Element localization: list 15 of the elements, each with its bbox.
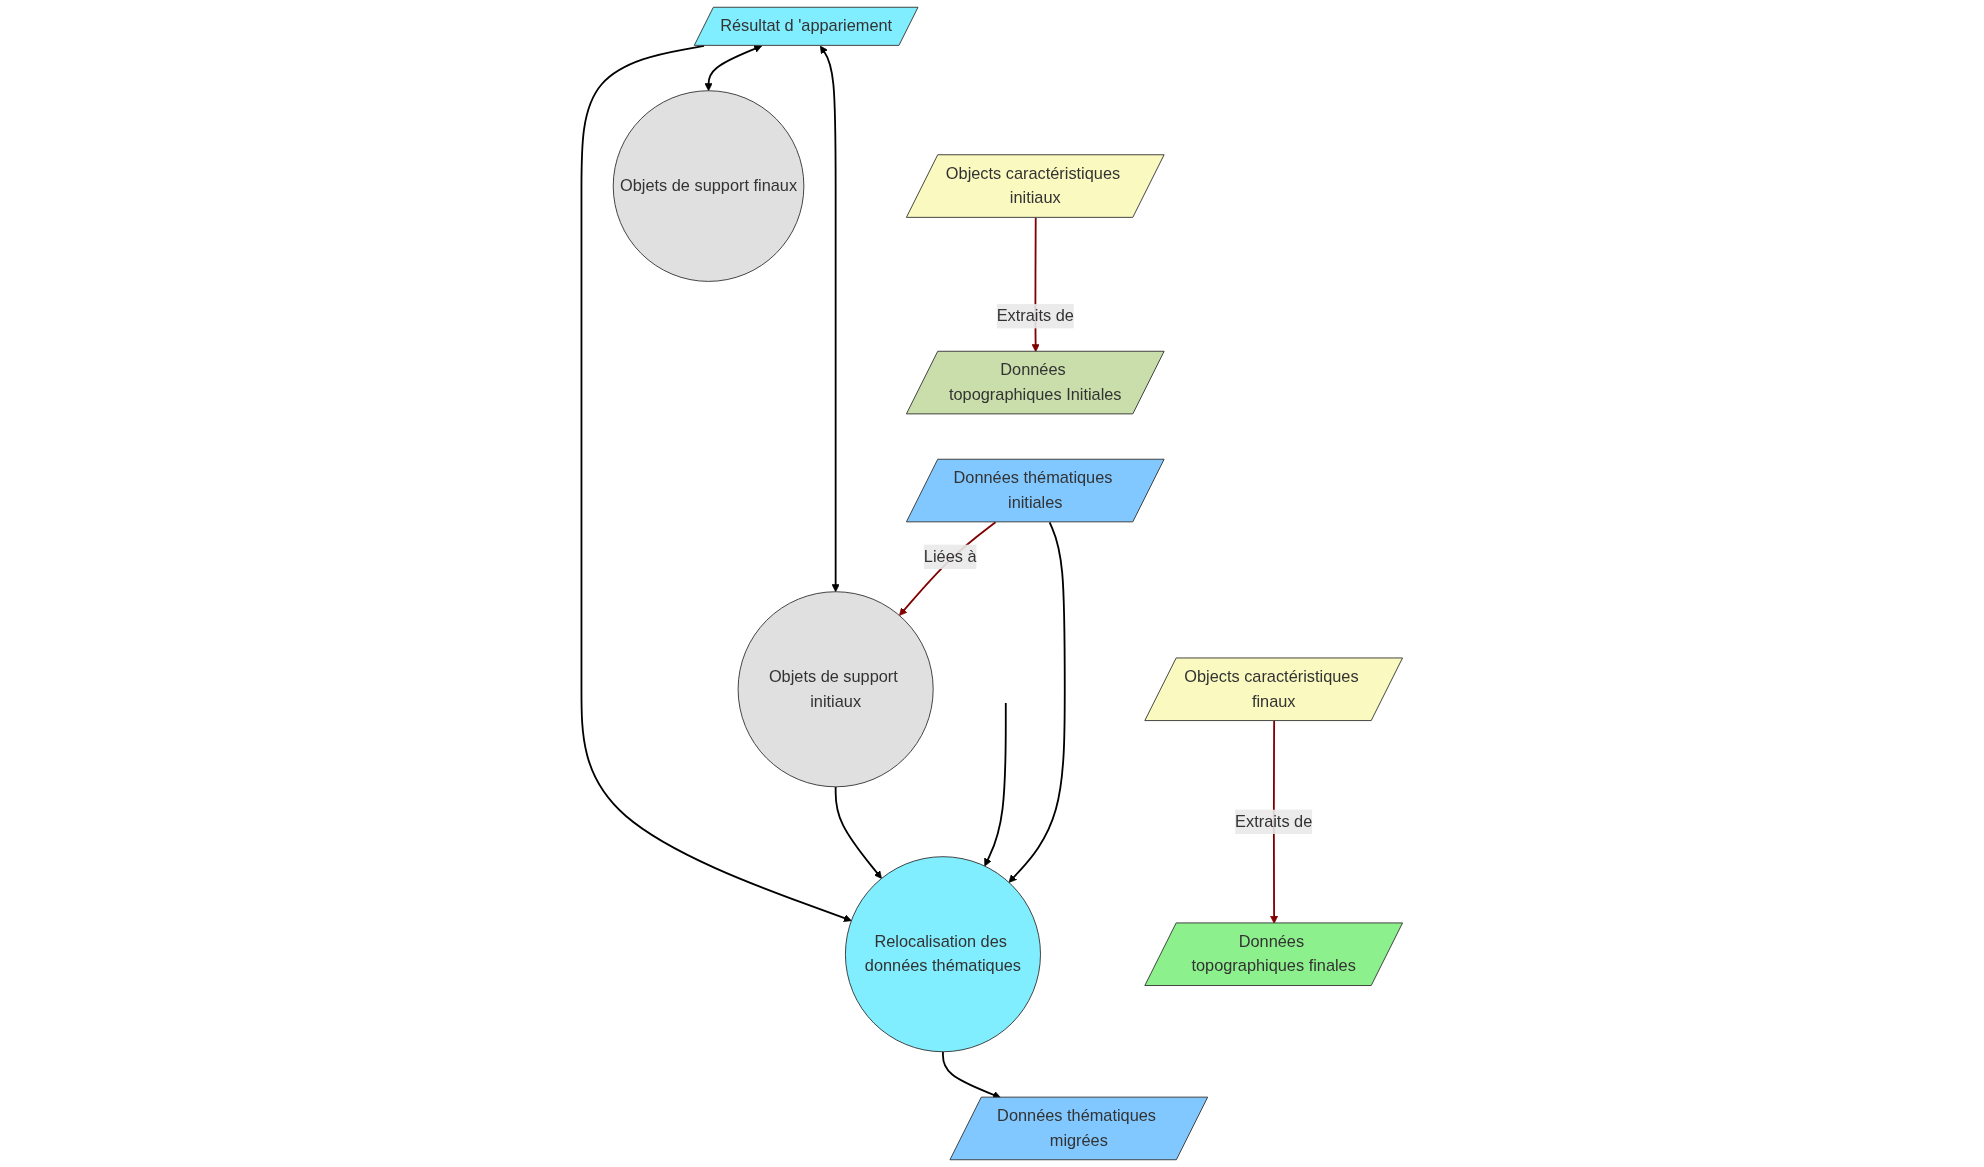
arrow xyxy=(1008,521,1066,883)
arrow xyxy=(819,45,840,593)
node-circle: Objets de support initiaux xyxy=(737,591,934,788)
arrow xyxy=(834,785,882,879)
arrow xyxy=(984,701,1007,867)
node-circle: Relocalisation des données thématiques xyxy=(844,856,1041,1053)
arrow xyxy=(704,45,763,92)
arrow xyxy=(899,521,997,616)
edge-label: Extraits de xyxy=(1235,812,1313,831)
edge-label: Extraits de xyxy=(996,306,1074,325)
edge-label: Liées à xyxy=(923,547,977,566)
arrow xyxy=(942,1050,1001,1099)
arrow xyxy=(580,44,852,922)
node-circle: Objets de support finaux xyxy=(612,90,805,282)
arrow xyxy=(1270,720,1279,924)
